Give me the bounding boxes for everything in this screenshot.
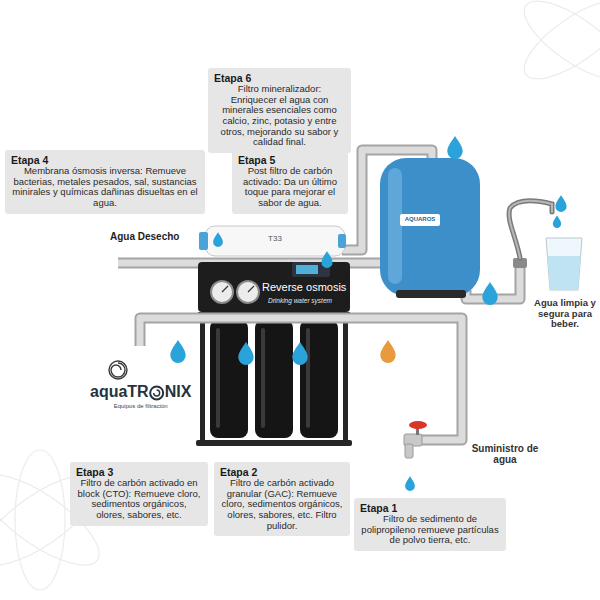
stage-callout: Etapa 5Post filtro de carbón activado: D… <box>232 150 348 214</box>
stage-heading: Etapa 5 <box>238 154 342 166</box>
panel-subtitle: Drinking water system <box>268 297 332 304</box>
storage-tank <box>380 158 480 298</box>
membrane-housing <box>199 226 346 256</box>
inlet-label: Suministro de agua <box>470 443 540 465</box>
stage-heading: Etapa 1 <box>360 502 500 514</box>
control-panel <box>198 262 350 312</box>
stage-description: Filtro de carbón activado en block (CTO)… <box>76 478 202 521</box>
stage-description: Membrana ósmosis inversa: Remueve bacter… <box>11 166 199 209</box>
label-holder: aquaTR <box>90 383 149 401</box>
model-label: T33 <box>205 235 345 244</box>
stage-callout: Etapa 6Filtro mineralizador: Enriquecer … <box>208 68 351 153</box>
stage-callout: Etapa 3Filtro de carbón activado en bloc… <box>70 462 208 526</box>
mineral-drop <box>380 340 395 363</box>
panel-title: Reverse osmosis <box>262 281 346 293</box>
stage-heading: Etapa 2 <box>220 466 344 478</box>
tank-brand: AQUAROS <box>400 216 440 223</box>
stage-heading: Etapa 6 <box>214 72 345 84</box>
label-holder: Agua limpia y segura para beber. <box>533 298 597 330</box>
stage-callout: Etapa 4Membrana ósmosis inversa: Remueve… <box>5 150 205 214</box>
stage-description: Filtro mineralizador: Enriquecer el agua… <box>214 84 345 148</box>
water-drop <box>170 136 566 491</box>
drinking-faucet <box>509 201 552 268</box>
logo-text: aquaTR <box>90 383 149 401</box>
stage-callout: Etapa 2Filtro de carbón activado granula… <box>214 462 350 536</box>
supply-faucet <box>404 421 427 458</box>
label-holder: Suministro de agua <box>470 443 540 465</box>
label-holder: Reverse osmosis <box>262 281 346 293</box>
label-holder: T33 <box>205 235 345 244</box>
logo-tagline: Equipos de filtración <box>114 403 168 410</box>
label-holder: AQUAROS <box>400 216 440 223</box>
stage-heading: Etapa 3 <box>76 466 202 478</box>
stage-heading: Etapa 4 <box>11 154 199 166</box>
outlet-label: Agua Desecho <box>110 231 179 242</box>
filter-housings <box>196 312 352 446</box>
stage-callout: Etapa 1Filtro de sedimento de polipropil… <box>354 498 506 551</box>
logo-text: NIX <box>165 383 192 401</box>
label-holder: Drinking water system <box>268 297 332 304</box>
label-holder: NIX <box>165 383 192 401</box>
stage-description: Filtro de carbón activado granular (GAC)… <box>220 478 344 531</box>
label-holder: Equipos de filtración <box>114 403 168 410</box>
pipe <box>140 318 462 440</box>
stage-description: Post filtro de carbón activado: Da un úl… <box>238 166 342 209</box>
outlet-label: Agua limpia y segura para beber. <box>533 298 597 330</box>
stage-description: Filtro de sedimento de polipropileno rem… <box>360 514 500 546</box>
label-holder: Agua Desecho <box>110 231 179 242</box>
water-glass <box>546 238 582 290</box>
logo-swirl <box>150 386 163 399</box>
logo-icon <box>109 361 127 379</box>
